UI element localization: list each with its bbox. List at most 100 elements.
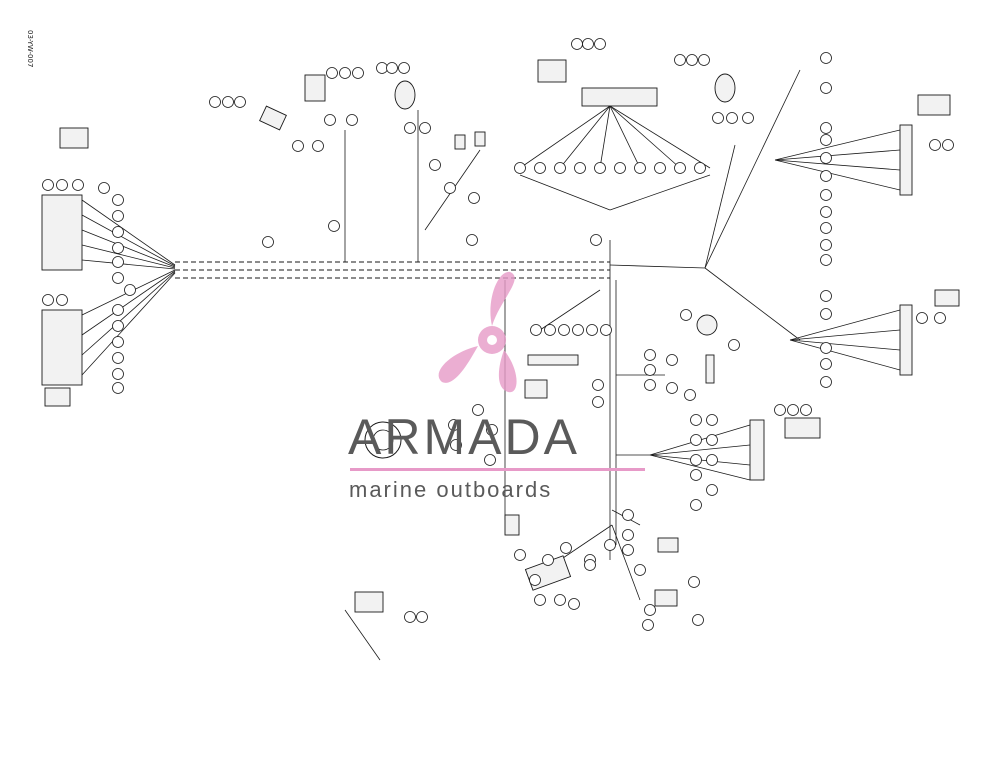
reference-bubble: [376, 62, 388, 74]
reference-bubble: [544, 324, 556, 336]
right-components: [649, 314, 821, 481]
reference-bubble: [112, 336, 124, 348]
reference-bubble: [688, 576, 700, 588]
reference-bubble: [690, 414, 702, 426]
reference-bubble: [929, 139, 941, 151]
reference-bubble: [398, 62, 410, 74]
reference-bubble: [644, 349, 656, 361]
watermark-subtitle: marine outboards: [349, 477, 553, 502]
reference-bubble: [644, 364, 656, 376]
reference-bubble: [642, 619, 654, 631]
reference-bubble: [916, 312, 928, 324]
reference-bubble: [429, 159, 441, 171]
reference-bubble: [820, 222, 832, 234]
reference-bubble: [622, 544, 634, 556]
reference-bubble: [312, 140, 324, 152]
reference-bubble: [728, 339, 740, 351]
reference-bubble: [468, 192, 480, 204]
reference-bubble: [684, 389, 696, 401]
reference-bubble: [514, 549, 526, 561]
reference-bubble: [820, 52, 832, 64]
propeller-logo-icon: [438, 271, 517, 393]
reference-bubble: [112, 210, 124, 222]
reference-bubble: [112, 272, 124, 284]
reference-bubble: [486, 424, 498, 436]
reference-bubble: [262, 236, 274, 248]
reference-bubble: [820, 134, 832, 146]
center-top-connector-fan: [519, 87, 711, 211]
reference-bubble: [820, 239, 832, 251]
reference-bubble: [820, 122, 832, 134]
reference-bubble: [554, 594, 566, 606]
gauge-connector-icon: [364, 421, 402, 459]
reference-bubble: [112, 242, 124, 254]
reference-bubble: [820, 189, 832, 201]
reference-bubble: [594, 162, 606, 174]
reference-bubble: [634, 162, 646, 174]
main-harness: [175, 69, 801, 560]
reference-bubble: [592, 396, 604, 408]
reference-bubble: [694, 162, 706, 174]
reference-bubble: [706, 454, 718, 466]
reference-bubble: [690, 469, 702, 481]
reference-bubble: [800, 404, 812, 416]
reference-bubble: [560, 542, 572, 554]
reference-bubble: [706, 484, 718, 496]
reference-bubble: [466, 234, 478, 246]
reference-bubble: [572, 324, 584, 336]
right-connector-fan-upper: [774, 94, 951, 196]
reference-bubbles: [42, 38, 954, 631]
reference-bubble: [584, 559, 596, 571]
reference-bubble: [706, 414, 718, 426]
reference-bubble: [690, 454, 702, 466]
reference-bubble: [690, 499, 702, 511]
reference-bubble: [590, 234, 602, 246]
reference-bubble: [820, 82, 832, 94]
top-components: [259, 59, 736, 262]
center-sub-harness: [504, 280, 601, 520]
watermark-underline: [350, 468, 645, 471]
reference-bubble: [820, 290, 832, 302]
reference-bubble: [586, 324, 598, 336]
left-connector-fan-upper: [41, 194, 176, 271]
reference-bubble: [654, 162, 666, 174]
reference-bubble: [820, 254, 832, 266]
reference-bubble: [534, 162, 546, 174]
reference-bubble: [582, 38, 594, 50]
reference-bubble: [112, 304, 124, 316]
reference-bubble: [472, 404, 484, 416]
reference-bubble: [726, 112, 738, 124]
reference-bubble: [554, 162, 566, 174]
reference-bubble: [542, 554, 554, 566]
left-connector-fan-lower: [41, 127, 176, 407]
reference-bubble: [644, 604, 656, 616]
reference-bubble: [820, 342, 832, 354]
reference-bubble: [698, 54, 710, 66]
reference-bubble: [56, 179, 68, 191]
reference-bubble: [666, 382, 678, 394]
reference-bubble: [419, 122, 431, 134]
reference-bubble: [112, 352, 124, 364]
reference-bubble: [614, 162, 626, 174]
reference-bubble: [448, 419, 460, 431]
reference-bubble: [644, 379, 656, 391]
watermark-title: ARMADA: [348, 409, 580, 465]
reference-bubble: [634, 564, 646, 576]
reference-bubble: [712, 112, 724, 124]
reference-bubble: [820, 358, 832, 370]
reference-bubble: [942, 139, 954, 151]
reference-bubble: [514, 162, 526, 174]
reference-bubble: [568, 598, 580, 610]
reference-bubble: [594, 38, 606, 50]
reference-bubble: [674, 162, 686, 174]
reference-bubble: [674, 54, 686, 66]
reference-bubble: [124, 284, 136, 296]
reference-bubble: [444, 182, 456, 194]
reference-bubble: [692, 614, 704, 626]
document-code: 03-YW-007: [26, 30, 34, 68]
reference-bubble: [112, 226, 124, 238]
reference-bubble: [209, 96, 221, 108]
reference-bubble: [404, 122, 416, 134]
reference-bubble: [820, 152, 832, 164]
reference-bubble: [742, 112, 754, 124]
